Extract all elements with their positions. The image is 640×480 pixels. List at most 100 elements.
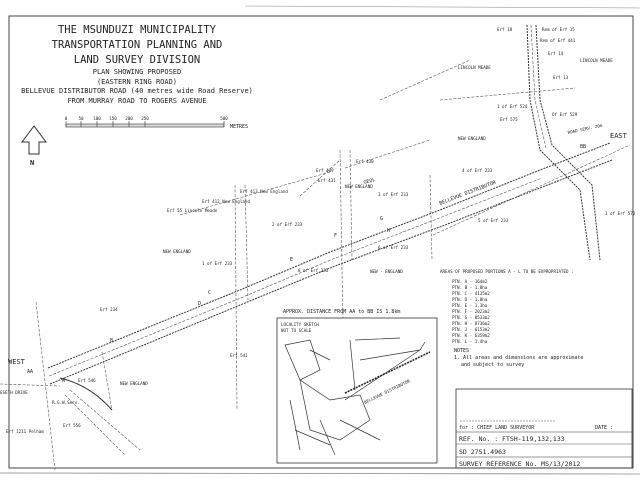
portion-label: A: [62, 378, 65, 384]
bb-label: BB: [580, 144, 586, 150]
portion-label: B: [110, 338, 113, 344]
parcel-label: Erf 430: [356, 159, 374, 164]
road-label: ROAD SERV. 20m: [567, 123, 603, 135]
scan-edge: [244, 5, 640, 9]
area-item: PTN. A - 164m2: [452, 279, 488, 284]
note-item: 1. All areas and dimensions are approxim…: [454, 355, 583, 361]
portion-label: F: [334, 233, 337, 239]
notes-title: NOTES: [454, 348, 469, 354]
parcel-label: 1 of Erf 524: [497, 104, 528, 109]
suburb-label: LINCOLN MEADE: [580, 58, 613, 63]
title-line-5: (EASTERN RING ROAD): [97, 78, 177, 86]
parcel-label: 1 of Erf 233: [202, 261, 233, 266]
parcel-label: Erf 1211 Pelham: [6, 429, 44, 434]
suburb-label: LINCOLN MEADE: [458, 65, 491, 70]
parcel-label: 2 of Erf 233: [272, 222, 303, 227]
parcel-label: 3 of Erf 233: [378, 192, 409, 197]
bellevue-distributor-road: [47, 142, 613, 385]
survey-reference: SURVEY REFERENCE No. MS/13/2012: [459, 460, 580, 468]
scale-tick: 200: [125, 116, 133, 121]
parcel-label: Erf 575: [500, 117, 518, 122]
title-block-header: THE MSUNDUZI MUNICIPALITY TRANSPORTATION…: [21, 24, 253, 105]
area-item: PTN. L - 1.4ha: [452, 339, 488, 344]
parcel-label: Erf 14: [548, 51, 564, 56]
scale-bar: 0 50 100 150 200 250 500 METRES: [65, 116, 248, 130]
area-item: PTN. G - 8533m2: [452, 315, 490, 320]
scan-edge-bottom: [0, 472, 640, 475]
scale-tick: 250: [141, 116, 149, 121]
parcel-label: 1 of Erf 572: [605, 211, 636, 216]
parcel-label: Erf 18: [497, 27, 513, 32]
title-line-6: BELLEVUE DISTRIBUTOR ROAD (40 metres wid…: [21, 87, 253, 95]
title-line-3: LAND SURVEY DIVISION: [74, 54, 200, 66]
parcel-label: Rem of Erf 15: [542, 27, 575, 32]
parcel-label: Erf 413 New England: [240, 189, 288, 194]
distance-note: APPROX. DISTANCE FROM AA to BB IS 1.8km: [283, 309, 400, 315]
parcel-label: 8 of Erf 233: [298, 268, 329, 273]
suburb-label: NEW ENGLAND: [345, 184, 373, 189]
suburb-label: NEW ENGLAND: [120, 381, 148, 386]
scale-unit: METRES: [230, 124, 248, 130]
suburb-label: NEW ENGLAND: [458, 136, 486, 141]
locality-subtitle: NOT TO SCALE: [281, 328, 312, 333]
road-label: GEOL: [363, 177, 376, 186]
areas-table: AREAS OF PROPOSED PORTIONS A - L TO BE E…: [440, 269, 583, 368]
portion-label: H: [387, 228, 390, 234]
area-item: PTN. K - 6359m2: [452, 333, 490, 338]
parcel-label: Erf 546: [78, 378, 96, 383]
north-arrow-icon: N: [21, 125, 47, 167]
area-item: PTN. E - 1.3ha: [452, 303, 488, 308]
area-item: PTN. F - 2023m2: [452, 309, 490, 314]
locality-sketch: APPROX. DISTANCE FROM AA to BB IS 1.8km …: [276, 309, 438, 464]
title-line-1: THE MSUNDUZI MUNICIPALITY: [58, 24, 217, 36]
parcel-label: Erf 13: [553, 75, 569, 80]
portion-label: D: [198, 301, 201, 307]
signatory-label: for : CHIEF LAND SURVEYOR: [459, 425, 535, 431]
parcel-label: Erf 234: [100, 307, 118, 312]
title-line-7: FROM MURRAY ROAD TO ROGERS AVENUE: [67, 97, 206, 105]
title-line-2: TRANSPORTATION PLANNING AND: [52, 39, 223, 51]
scale-tick: 50: [78, 116, 84, 121]
parcel-label: Erf 556: [63, 423, 81, 428]
portion-label: C: [208, 290, 211, 296]
parcel-label: 4 of Erf 233: [462, 168, 493, 173]
parcel-label: Erf 55 Lincoln Meade: [167, 208, 218, 213]
area-item: PTN. D - 1.0ha: [452, 297, 488, 302]
scale-tick: 0: [65, 116, 68, 121]
date-label: DATE :: [595, 425, 613, 431]
portion-label: G: [380, 216, 383, 222]
parcel-label: Erf 412 New England: [202, 199, 250, 204]
areas-title: AREAS OF PROPOSED PORTIONS A - L TO BE E…: [440, 269, 574, 274]
north-south-road: [526, 24, 601, 261]
road-name-label: BELLEVUE DISTRIBUTOR: [439, 179, 498, 207]
parcel-label: 5 of Erf 233: [478, 218, 509, 223]
parcel-label: Erf 409: [316, 168, 334, 173]
parcel-label: Rem of Erf 441: [540, 38, 576, 43]
note-item: and subject to survey: [461, 362, 524, 368]
signature-block: for : CHIEF LAND SURVEYOR DATE : REF. No…: [455, 388, 633, 469]
street-label: ESETH DRIVE: [0, 390, 28, 395]
scale-tick: 100: [93, 116, 101, 121]
area-item: PTN. B - 1.8ha: [452, 285, 488, 290]
sd-number: SD 2751.4963: [459, 448, 506, 456]
parcel-label: R.G.W.Serv.: [52, 400, 80, 405]
suburb-label: NEW - ENGLAND: [370, 269, 403, 274]
scale-tick: 150: [109, 116, 117, 121]
parcel-label: Of Erf 529: [552, 112, 578, 117]
title-line-4: PLAN SHOWING PROPOSED: [93, 68, 182, 76]
parcel-label: Erf 541: [230, 353, 248, 358]
portion-label: E: [290, 257, 293, 263]
area-item: PTN. C - 4135m2: [452, 291, 490, 296]
reference-number: REF. No. : FTSH-119,132,133: [459, 435, 565, 443]
suburb-label: NEW ENGLAND: [163, 249, 191, 254]
map-frame: [8, 15, 634, 469]
parcel-label: Erf 431: [318, 178, 336, 183]
locality-title: LOCALITY SKETCH: [281, 322, 319, 327]
area-item: PTN. J - 6153m2: [452, 327, 490, 332]
parcel-label: 6 of Erf 233: [378, 245, 409, 250]
east-label: EAST: [610, 132, 628, 140]
scale-tick: 500: [220, 116, 228, 121]
aa-label: AA: [27, 369, 33, 375]
area-item: PTN. H - 8736m2: [452, 321, 490, 326]
